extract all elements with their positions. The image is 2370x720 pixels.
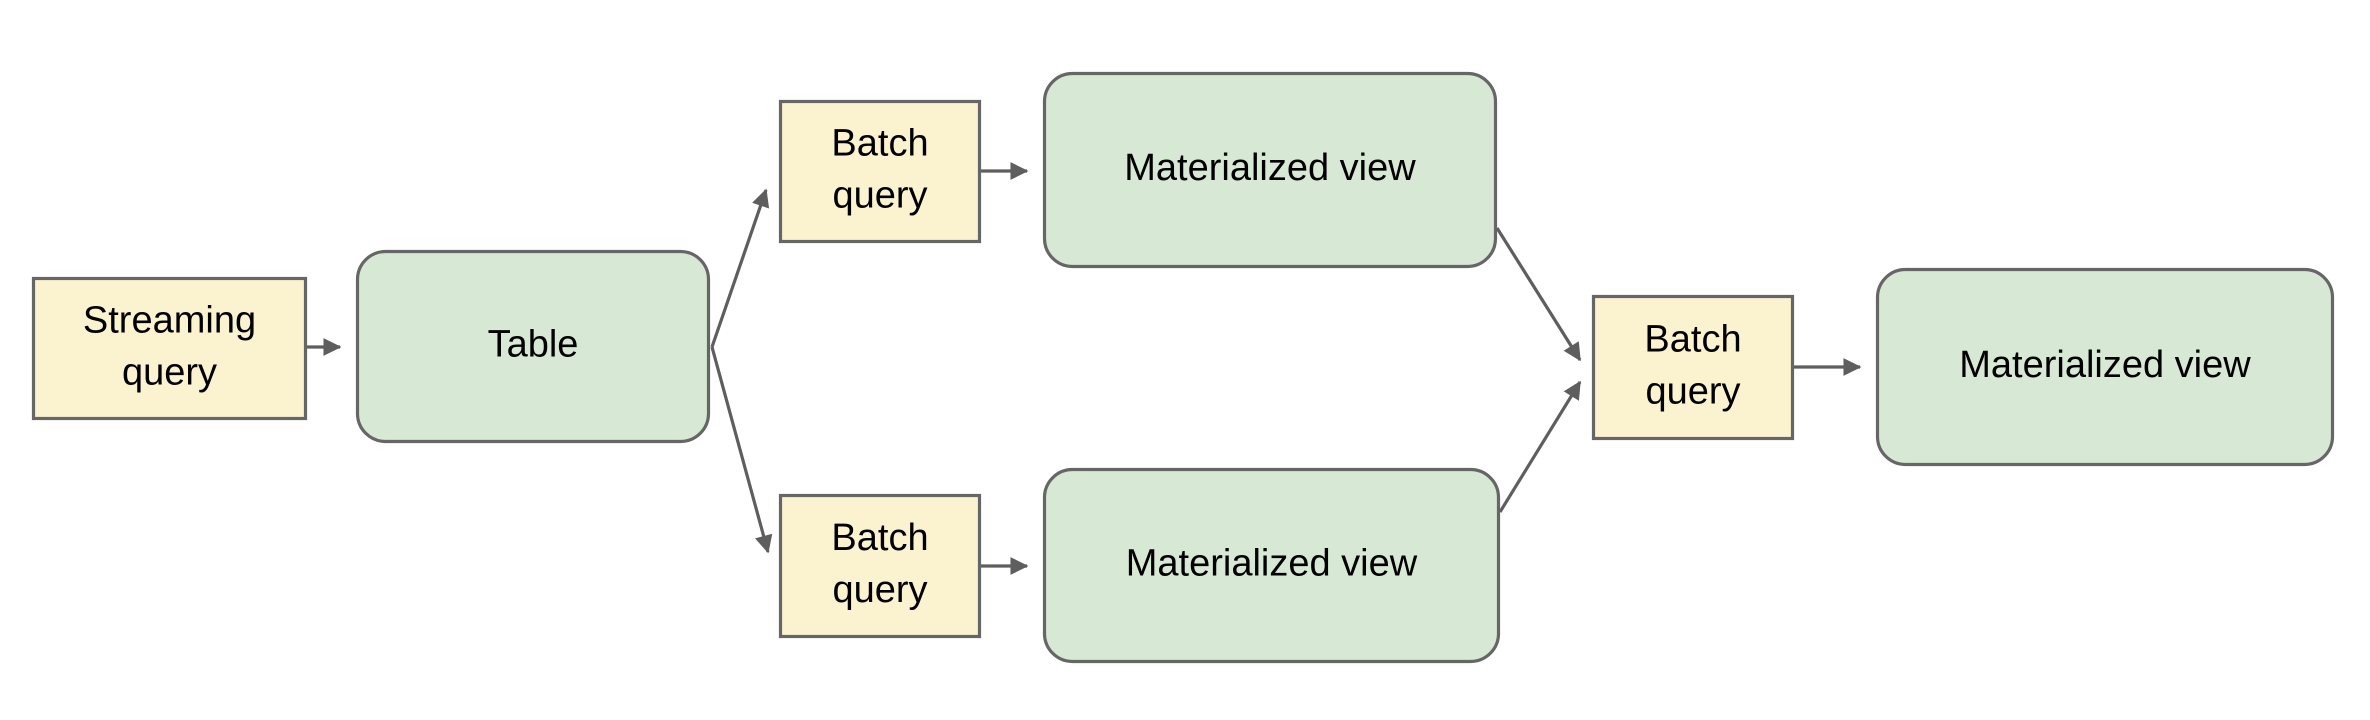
node-label-batch-query-join-line2: query xyxy=(1645,371,1740,413)
node-shape-materialized-view-top xyxy=(1042,71,1498,269)
node-label-batch-query-join-line1: Batch xyxy=(1644,319,1741,361)
node-materialized-view-top[interactable]: Materialized view xyxy=(1042,71,1498,269)
node-batch-query-join[interactable]: Batch query xyxy=(1591,294,1795,441)
node-label-materialized-view-top: Materialized view xyxy=(1124,147,1416,189)
edge-table-to-batch-top xyxy=(710,188,770,348)
node-shape-materialized-view-final xyxy=(1875,267,2335,467)
edge-view-bottom-to-batch-join xyxy=(1498,380,1582,513)
node-label-streaming-query-line2: query xyxy=(122,352,217,394)
node-shape-table xyxy=(355,249,711,444)
node-shape-batch-query-top xyxy=(778,99,982,244)
node-materialized-view-bottom[interactable]: Materialized view xyxy=(1042,467,1501,664)
edge-view-top-to-batch-join xyxy=(1495,227,1582,362)
node-label-streaming-query-line1: Streaming xyxy=(83,300,256,342)
node-batch-query-top[interactable]: Batch query xyxy=(778,99,982,244)
edge-table-to-batch-bottom xyxy=(710,346,773,554)
node-shape-batch-query-bottom xyxy=(778,493,982,639)
node-materialized-view-final[interactable]: Materialized view xyxy=(1875,267,2335,467)
node-streaming-query[interactable]: Streaming query xyxy=(31,276,308,421)
node-label-batch-query-bottom-line2: query xyxy=(832,569,927,611)
node-table[interactable]: Table xyxy=(355,249,711,444)
edges-layer xyxy=(307,162,1862,575)
node-label-materialized-view-bottom: Materialized view xyxy=(1126,543,1418,585)
node-shape-batch-query-join xyxy=(1591,294,1795,441)
node-label-batch-query-top-line1: Batch xyxy=(831,123,928,165)
nodes-layer: StreamingqueryTableBatchqueryMaterialize… xyxy=(31,71,2335,664)
node-label-materialized-view-final: Materialized view xyxy=(1959,344,2251,386)
node-label-table: Table xyxy=(488,324,579,366)
node-label-batch-query-bottom-line1: Batch xyxy=(831,517,928,559)
node-label-batch-query-top-line2: query xyxy=(832,175,927,217)
node-shape-streaming-query xyxy=(31,276,308,421)
node-shape-materialized-view-bottom xyxy=(1042,467,1501,664)
node-batch-query-bottom[interactable]: Batch query xyxy=(778,493,982,639)
